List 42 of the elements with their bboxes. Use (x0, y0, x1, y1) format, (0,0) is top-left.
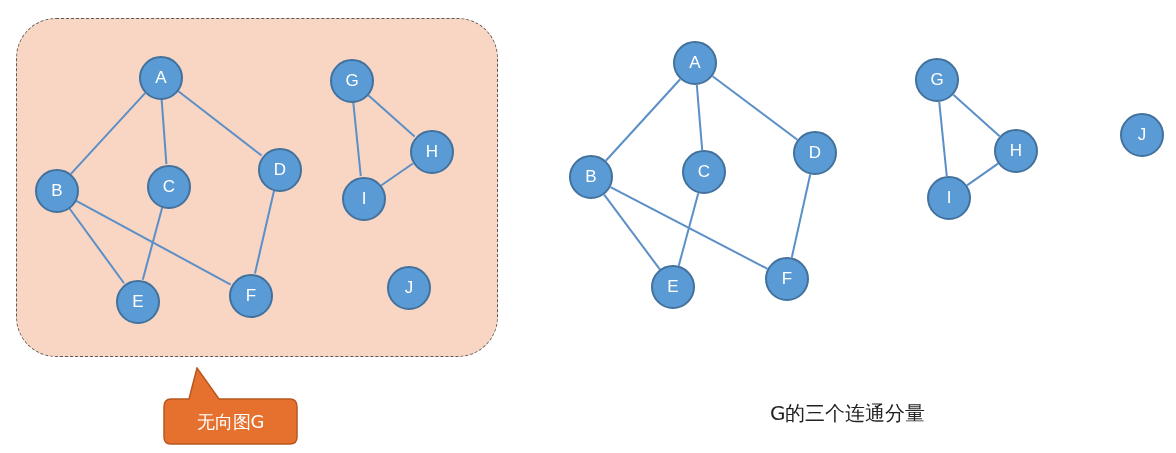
graph-group-frame (16, 18, 498, 357)
vertex-circle: J (387, 266, 431, 310)
graph-edge (160, 97, 168, 166)
vertex-circle: G (330, 59, 374, 103)
callout-text: 无向图G (195, 410, 266, 434)
graph-edge (352, 100, 362, 178)
graph-edge (952, 93, 1001, 138)
vertex-circle: J (1120, 113, 1164, 157)
vertex-circle: G (915, 58, 959, 102)
graph-edge (380, 162, 414, 187)
graph-edge (938, 100, 948, 178)
vertex-circle: B (569, 155, 613, 199)
graph-edge (603, 193, 661, 271)
vertex-circle: E (116, 280, 160, 324)
vertex-circle: I (342, 177, 386, 221)
vertex-circle: D (793, 131, 837, 175)
graph-edge (695, 83, 704, 152)
graph-edge (366, 93, 416, 138)
vertex-circle: C (682, 150, 726, 194)
graph-edge (141, 206, 164, 281)
graph-edge (677, 192, 700, 267)
vertex-circle: H (994, 129, 1038, 173)
vertex-circle: F (229, 274, 273, 318)
graph-edge (67, 206, 126, 285)
vertex-circle: F (765, 257, 809, 301)
vertex-circle: D (258, 148, 302, 192)
graph-edge (176, 89, 263, 157)
vertex-circle: B (35, 169, 79, 213)
graph-edge (604, 78, 682, 162)
callout-bubble (163, 367, 298, 445)
vertex-circle: A (139, 56, 183, 100)
vertex-circle: A (673, 41, 717, 85)
vertex-circle: H (410, 130, 454, 174)
graph-edge (790, 173, 812, 259)
caption-text: G的三个连通分量 (770, 400, 926, 427)
graph-edge (711, 75, 799, 141)
vertex-circle: C (147, 165, 191, 209)
graph-edge (69, 92, 147, 175)
graph-edge (253, 189, 276, 275)
vertex-circle: E (651, 265, 695, 309)
graph-edge (609, 186, 769, 270)
vertex-circle: I (927, 176, 971, 220)
